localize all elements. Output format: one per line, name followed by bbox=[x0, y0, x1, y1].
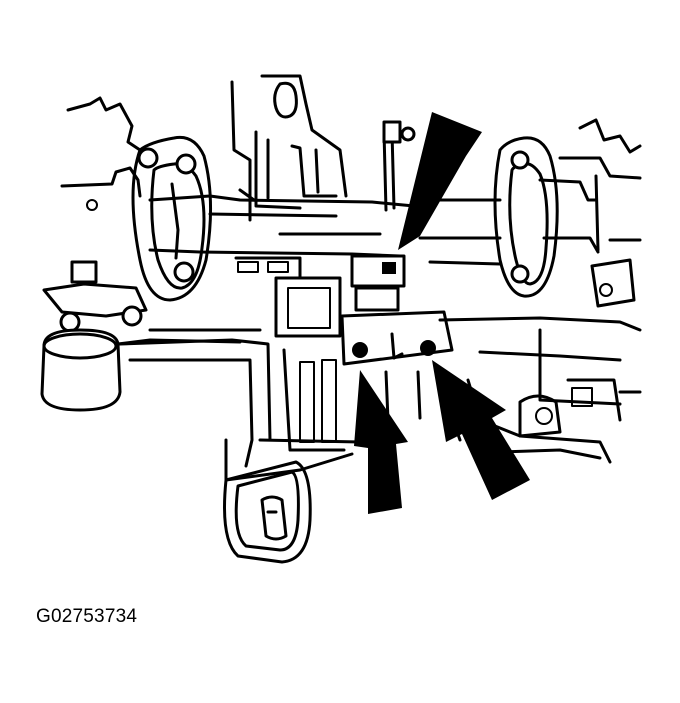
upper-tower bbox=[230, 74, 348, 222]
callout-arrows bbox=[354, 112, 530, 514]
lower-bracket bbox=[118, 328, 362, 482]
arrow-up-icon bbox=[354, 370, 408, 514]
left-mount bbox=[40, 260, 242, 412]
assembly-line-drawing bbox=[40, 74, 642, 564]
left-yoke bbox=[131, 135, 213, 302]
lower-tab bbox=[223, 460, 312, 564]
upper-left-bracket bbox=[60, 96, 142, 211]
arrow-up-left-icon bbox=[432, 360, 530, 500]
lower-right-assembly bbox=[438, 316, 642, 464]
arrow-down-left-icon bbox=[398, 112, 482, 250]
upper-right-bracket bbox=[558, 118, 642, 308]
upper-rod bbox=[382, 120, 416, 212]
center-housing bbox=[234, 256, 342, 338]
right-yoke bbox=[493, 136, 600, 298]
figure-code: G02753734 bbox=[36, 606, 138, 627]
clip-block bbox=[340, 254, 454, 422]
